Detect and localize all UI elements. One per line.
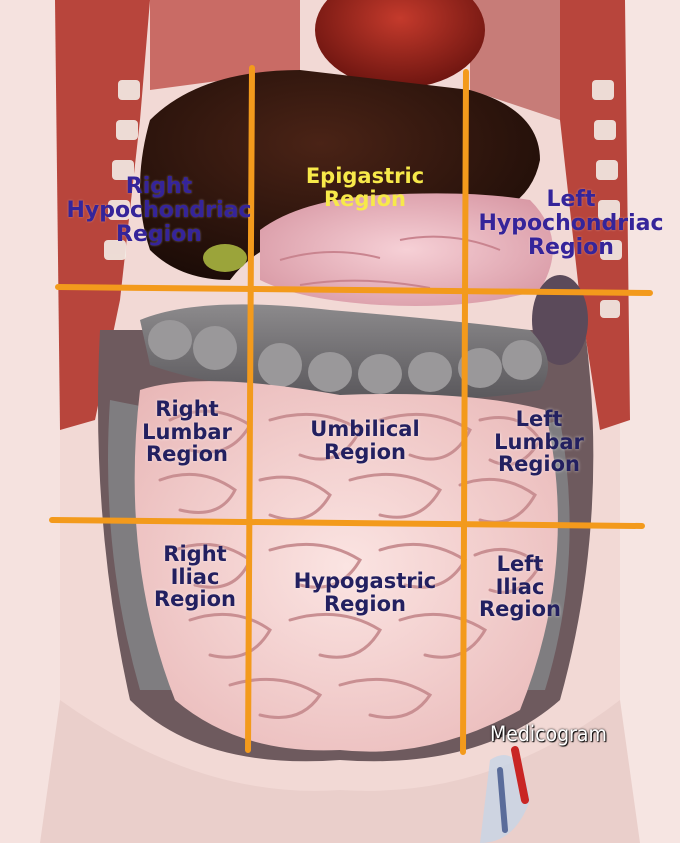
hypogastric-label: Hypogastric Region (293, 569, 437, 616)
left-lumbar-label: Left Lumbar Region (494, 407, 584, 477)
umbilical-label: Umbilical Region (310, 417, 420, 464)
right-hypochondriac-label: Right Hypochondriac Region (66, 174, 252, 247)
medicogram-watermark: Medicogram (490, 722, 607, 746)
right-iliac-label: Right Iliac Region (153, 542, 237, 612)
left-iliac-label: Left Iliac Region (478, 552, 562, 622)
left-hypochondriac-label: Left Hypochondriac Region (478, 187, 664, 260)
region-grid (49, 65, 653, 755)
epigastric-label: Epigastric Region (305, 164, 425, 211)
right-lumbar-label: Right Lumbar Region (142, 397, 232, 467)
